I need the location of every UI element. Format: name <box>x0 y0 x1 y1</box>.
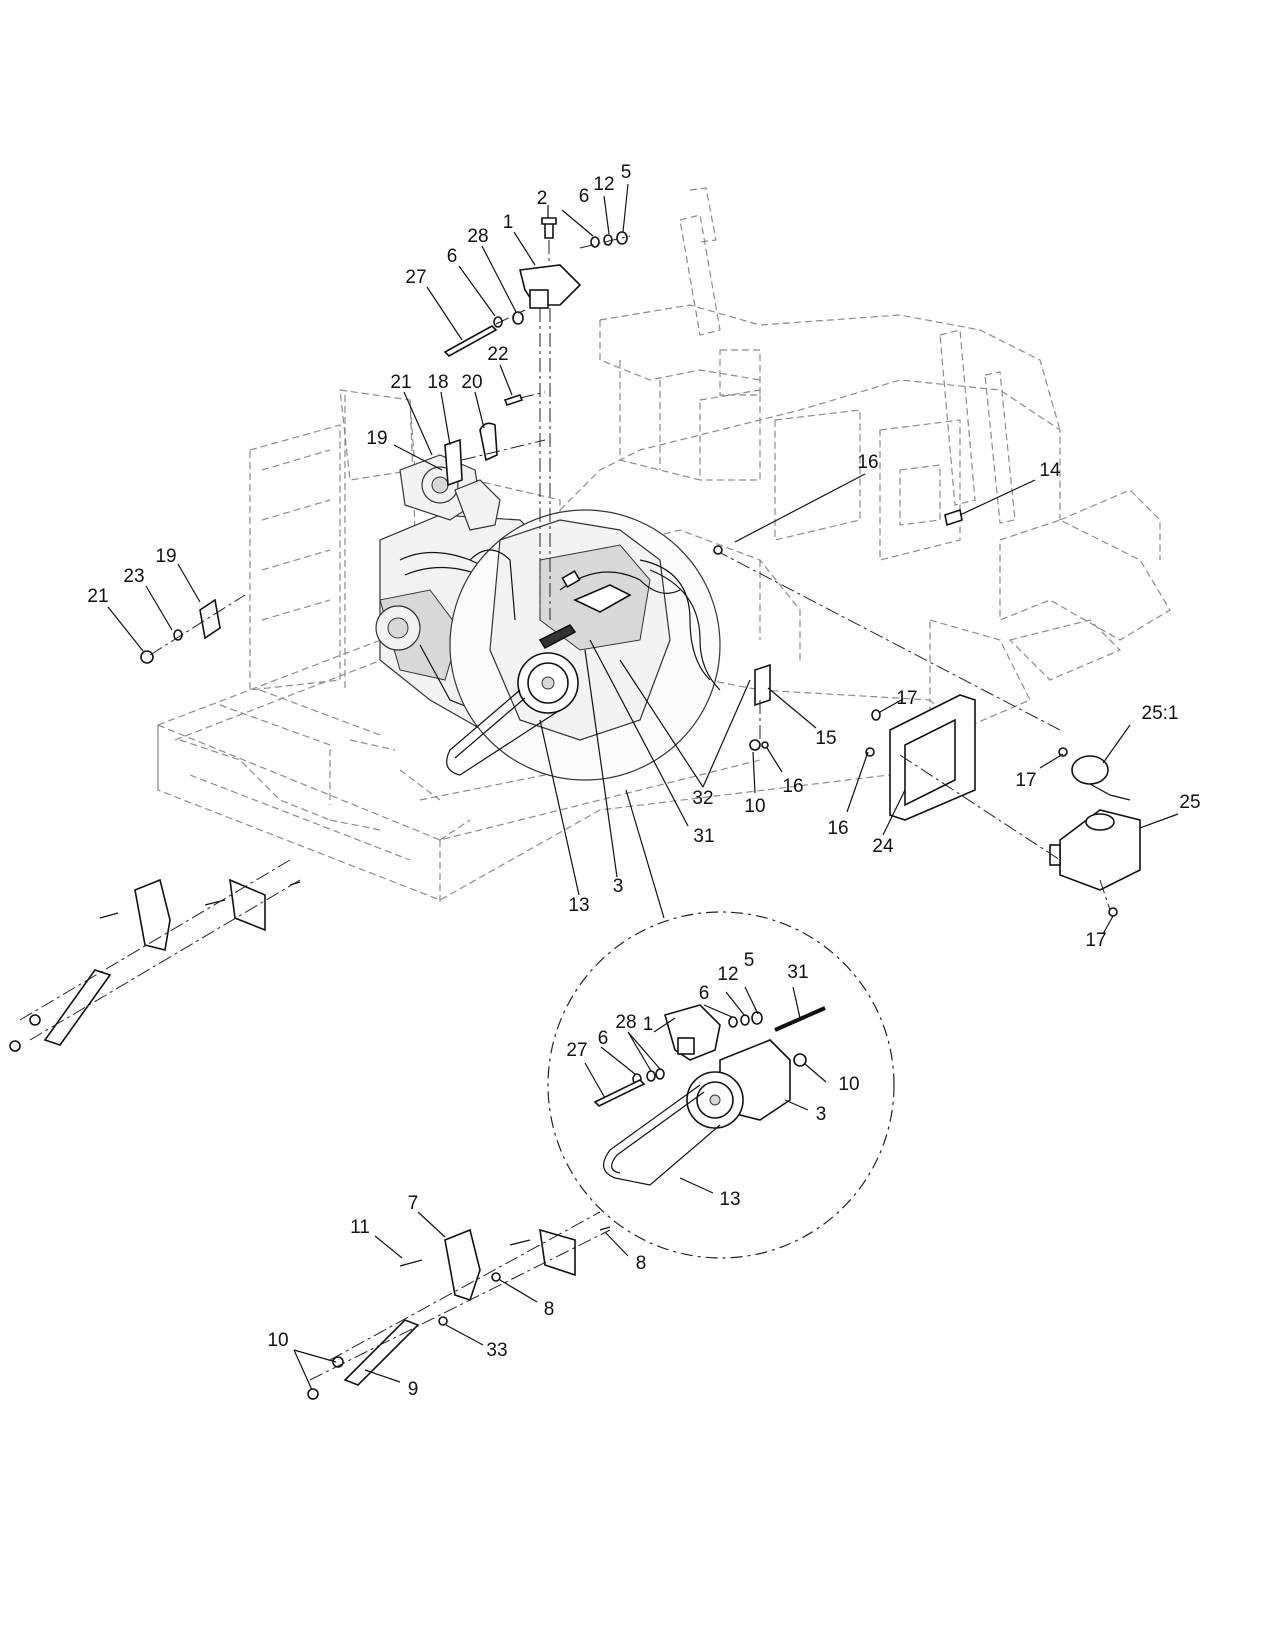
expansion-tank-assembly <box>865 694 1141 917</box>
callout-c13-mid: 13 <box>568 895 589 916</box>
top-mounting-bracket <box>443 217 631 620</box>
callout-c28-top: 28 <box>467 226 488 247</box>
callout-c9: 9 <box>408 1379 419 1400</box>
callout-c21-left: 21 <box>87 586 108 607</box>
callout-c12-top: 12 <box>593 174 614 195</box>
callout-c31-detail: 31 <box>787 962 808 983</box>
callout-c17-mid: 17 <box>896 688 917 709</box>
callout-c19-top: 19 <box>366 428 387 449</box>
callout-c11: 11 <box>350 1217 370 1238</box>
callout-c3-mid: 3 <box>613 876 624 897</box>
callout-c27-top: 27 <box>405 267 426 288</box>
callout-c6-detail-left: 6 <box>598 1028 609 1049</box>
callout-c3-detail: 3 <box>816 1104 827 1125</box>
callout-c21-top: 21 <box>390 372 411 393</box>
callout-c15: 15 <box>815 728 836 749</box>
chassis-frame <box>157 187 1171 905</box>
callout-c19-left: 19 <box>155 546 176 567</box>
callout-c10-detail: 10 <box>838 1074 859 1095</box>
callout-c1-detail: 1 <box>643 1014 654 1035</box>
callout-c6-detail-right: 6 <box>699 983 710 1004</box>
callout-c10-mid: 10 <box>744 796 765 817</box>
callout-c2-top: 2 <box>537 188 548 209</box>
callout-c17-bottom: 17 <box>1085 930 1106 951</box>
callout-c22: 22 <box>487 344 508 365</box>
callout-c31-mid: 31 <box>693 826 714 847</box>
compressor-detail-circle <box>547 789 895 1259</box>
callout-c7: 7 <box>408 1193 419 1214</box>
callout-c24: 24 <box>872 836 894 857</box>
callout-c25: 25 <box>1179 792 1200 813</box>
callout-c6-top-left: 6 <box>447 246 458 267</box>
callout-c5-top: 5 <box>621 162 632 183</box>
idler-bracket <box>444 391 546 487</box>
lower-left-brackets <box>9 859 301 1052</box>
callout-c14: 14 <box>1039 460 1061 481</box>
callout-c12-detail: 12 <box>717 964 738 985</box>
callout-c32: 32 <box>692 788 713 809</box>
callout-c8-right: 8 <box>636 1253 647 1274</box>
callout-c16-mid: 16 <box>782 776 803 797</box>
callout-c16-low: 16 <box>827 818 848 839</box>
callout-c28-detail: 28 <box>615 1012 636 1033</box>
callout-c27-detail: 27 <box>566 1040 587 1061</box>
callout-c25-1: 25:1 <box>1142 703 1179 724</box>
callout-c8-left: 8 <box>544 1299 555 1320</box>
callout-c5-detail: 5 <box>744 950 755 971</box>
left-clamp-parts <box>140 594 246 664</box>
callout-c17-right: 17 <box>1015 770 1036 791</box>
callout-c1-top: 1 <box>503 212 514 233</box>
bottom-brackets <box>307 1211 611 1400</box>
leader-lines <box>107 183 1179 1391</box>
callout-c13-detail: 13 <box>719 1189 740 1210</box>
callout-c16-top: 16 <box>857 452 878 473</box>
callout-c33: 33 <box>486 1340 507 1361</box>
callout-c6-top-right: 6 <box>579 186 590 207</box>
hose-bracket <box>713 508 1061 751</box>
engine-detail-circle <box>446 509 721 781</box>
callout-c20: 20 <box>461 372 482 393</box>
callout-c18: 18 <box>427 372 448 393</box>
callout-c23: 23 <box>123 566 144 587</box>
callout-c10-bottom: 10 <box>267 1330 288 1351</box>
